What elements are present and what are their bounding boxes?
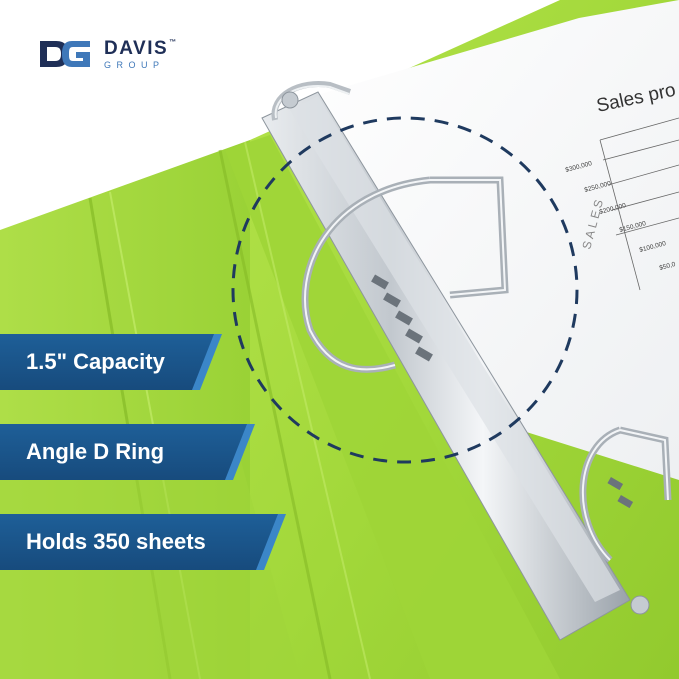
paper-sheet xyxy=(300,0,679,480)
davis-group-logo: DAVIS™ GROUP xyxy=(38,38,208,70)
feature-banner-sheets: Holds 350 sheets xyxy=(0,514,278,570)
brand-subtitle: GROUP xyxy=(104,59,165,70)
feature-label: Angle D Ring xyxy=(26,439,165,464)
paper-chart xyxy=(599,117,679,291)
middle-d-ring xyxy=(301,176,509,373)
feature-label: Holds 350 sheets xyxy=(26,529,206,554)
feature-label: 1.5" Capacity xyxy=(26,349,165,374)
trademark-symbol: ™ xyxy=(169,38,178,46)
ring-highlight-circle xyxy=(231,116,579,464)
davis-group-logo-mark-icon xyxy=(40,41,90,67)
feature-banner-capacity: 1.5" Capacity xyxy=(0,334,214,390)
brand-name: DAVIS xyxy=(104,37,169,59)
bottom-d-ring xyxy=(579,426,672,563)
feature-banner-ring-type: Angle D Ring xyxy=(0,424,247,480)
paper-tick: $50,0 xyxy=(659,261,677,272)
